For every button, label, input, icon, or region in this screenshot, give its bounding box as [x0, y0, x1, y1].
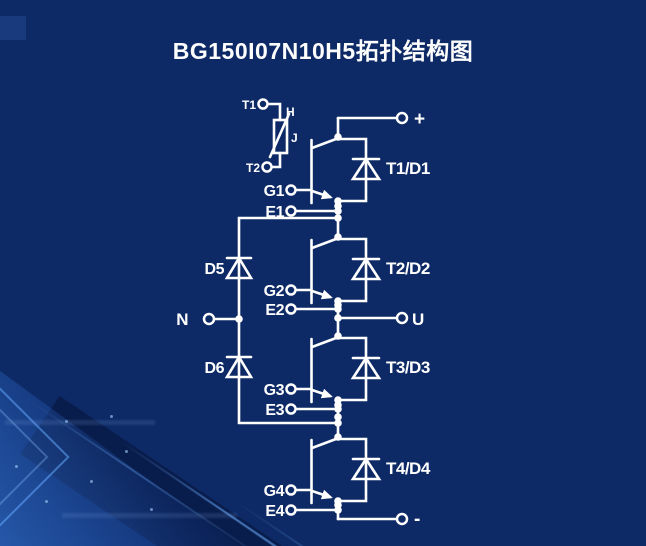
igbt-t2-label: T2/D2 [386, 259, 430, 278]
ntc-pin-j-label: J [291, 131, 298, 145]
ntc-terminal-t2 [261, 161, 273, 173]
dc-plus-label: + [414, 109, 425, 130]
emitter-e3-terminal [285, 403, 297, 415]
decor-dot [110, 415, 113, 418]
u-output-label: U [412, 310, 424, 329]
igbt-t3-label: T3/D3 [386, 358, 430, 377]
decor-dot [90, 480, 93, 483]
ntc-thermistor: T1 T2 H J [242, 98, 298, 175]
gate-g1-terminal [285, 184, 297, 196]
emitter-e2-label: E2 [265, 302, 284, 319]
terminal-dc-minus: - [395, 509, 420, 530]
diode-d5-label: D5 [205, 261, 225, 278]
decor-dot [45, 500, 48, 503]
igbt-t1-label: T1/D1 [386, 159, 430, 178]
faint-watermark [5, 420, 155, 425]
diode-d6-symbol [224, 354, 254, 379]
gate-g2-label: G2 [264, 283, 285, 300]
neutral-label: N [176, 310, 188, 329]
ntc-pin-h-label: H [286, 105, 295, 119]
diode-d2-branch [336, 237, 368, 303]
decor-dot [150, 508, 153, 511]
gate-g4-label: G4 [264, 483, 285, 500]
emitter-e1-terminal [285, 205, 297, 217]
decor-dot [15, 465, 18, 468]
gate-g2-terminal [285, 284, 297, 296]
ntc-terminal-t1 [257, 98, 269, 110]
igbt-t3: G3 E3 T3/D3 [264, 332, 430, 427]
diode-d4-branch [336, 437, 368, 503]
diode-d3-symbol [350, 355, 382, 380]
clamp-diode-leg: D5 D6 N [176, 216, 340, 425]
igbt-t4-label: T4/D4 [386, 459, 431, 478]
emitter-e4-terminal [285, 504, 297, 516]
ntc-terminal-t1-label: T1 [242, 98, 256, 112]
emitter-e4-label: E4 [265, 503, 284, 520]
gate-g3-terminal [285, 383, 297, 395]
diode-d2-symbol [350, 256, 382, 281]
corner-highlight [0, 16, 26, 40]
terminal-dc-plus: + [395, 109, 425, 130]
emitter-e3-label: E3 [265, 402, 284, 419]
dc-minus-label: - [414, 509, 420, 530]
diode-d1-branch [336, 137, 368, 203]
diode-d5-symbol [224, 255, 254, 280]
diode-d6-label: D6 [205, 360, 225, 377]
emitter-e2-terminal [285, 303, 297, 315]
igbt-t2: G2 E2 T2/D2 [264, 233, 430, 322]
diode-d3-branch [336, 336, 368, 402]
diode-d4-symbol [350, 456, 382, 481]
ntc-terminal-t2-label: T2 [246, 161, 260, 175]
gate-g3-label: G3 [264, 382, 285, 399]
igbt-t4: G4 E4 T4/D4 [264, 433, 431, 520]
terminal-neutral [202, 312, 216, 326]
faint-watermark [62, 513, 237, 518]
gate-g4-terminal [285, 484, 297, 496]
decor-dot [125, 450, 128, 453]
page-title: BG150I07N10H5拓扑结构图 [172, 38, 474, 64]
igbt-t1: G1 E1 T1/D1 [264, 133, 430, 222]
decor-dot [65, 420, 68, 423]
terminal-u-output: U [336, 310, 425, 329]
diode-d1-symbol [350, 156, 382, 181]
gate-g1-label: G1 [264, 183, 285, 200]
